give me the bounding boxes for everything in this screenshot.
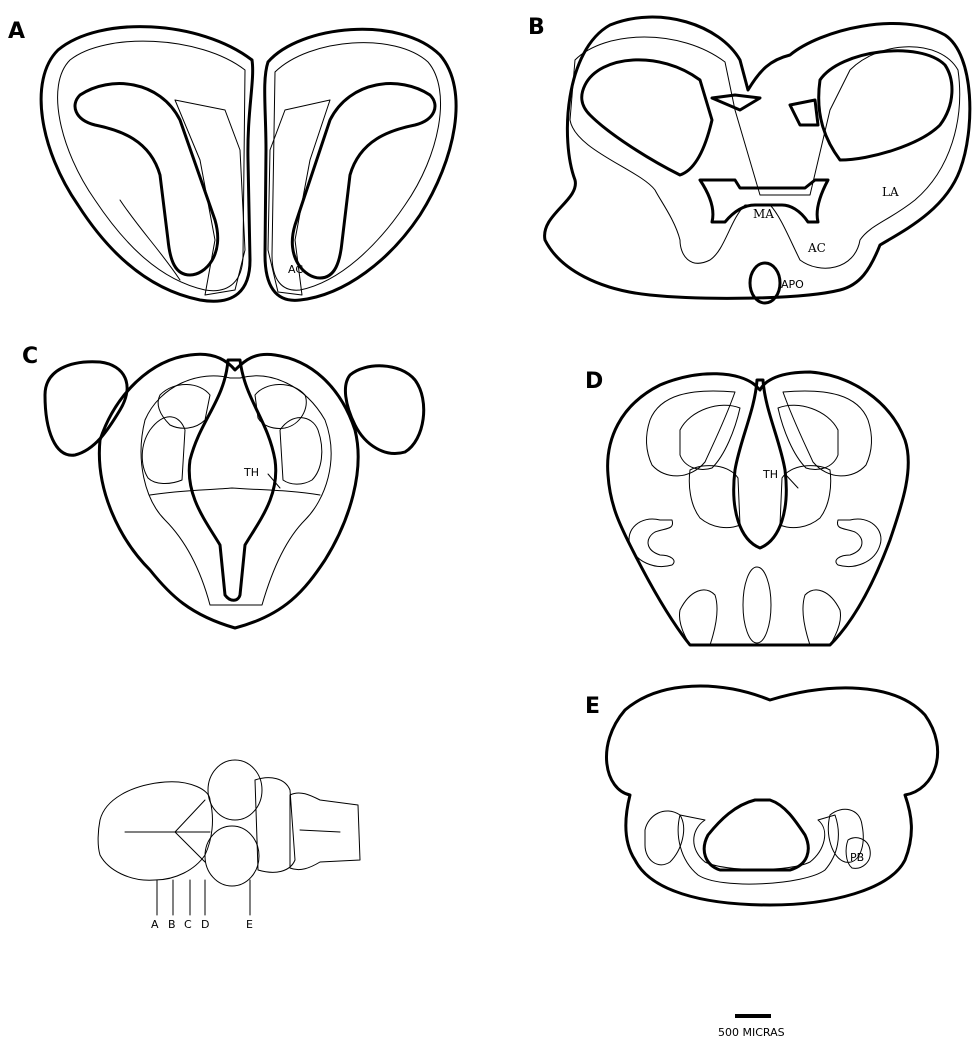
structure-label-apo: APO bbox=[781, 278, 804, 291]
dorsal-view-optic-lobe-lower bbox=[205, 826, 259, 886]
section-c-outline bbox=[99, 354, 358, 628]
level-label-c: C bbox=[184, 918, 192, 931]
section-b-outline bbox=[545, 17, 970, 298]
scale-bar: 500 MICRAS bbox=[718, 1014, 785, 1039]
section-c-left-nucleus-2 bbox=[158, 384, 210, 428]
section-b-right-ventricle bbox=[819, 51, 952, 160]
panel-label-e: E bbox=[585, 694, 600, 719]
dorsal-view-cerebrum bbox=[98, 782, 212, 880]
section-b-right-process bbox=[790, 100, 818, 125]
dorsal-view-brainstem-line bbox=[300, 830, 340, 832]
level-label-a: A bbox=[151, 918, 159, 931]
section-a-right-ventricle bbox=[292, 84, 435, 278]
section-a-right-inner-layer bbox=[272, 43, 441, 291]
structure-label-ac-b: AC bbox=[807, 241, 826, 255]
section-b-left-process bbox=[712, 95, 760, 110]
section-d-midline-nucleus bbox=[743, 567, 771, 643]
level-label-b: B bbox=[168, 918, 176, 931]
section-b-left-ventricle bbox=[582, 60, 712, 175]
section-d-left-base bbox=[679, 590, 717, 645]
section-d-right-base bbox=[803, 590, 841, 645]
dorsal-view-optic-lobe-upper bbox=[208, 760, 262, 820]
section-a-left-line bbox=[120, 200, 180, 280]
section-a: A AC bbox=[8, 19, 456, 301]
section-d-left-nucleus-outer bbox=[646, 391, 735, 476]
panel-label-c: C bbox=[22, 344, 38, 369]
structure-label-la: LA bbox=[882, 185, 899, 199]
structure-label-th-d: TH bbox=[762, 468, 778, 481]
section-e-outline bbox=[606, 686, 937, 905]
section-e-inner-layer bbox=[678, 815, 838, 884]
dorsal-brain-view: A B C D E bbox=[98, 760, 360, 931]
scale-bar-line bbox=[735, 1014, 771, 1018]
section-c-ventricle bbox=[189, 360, 276, 600]
section-d-ventricle bbox=[734, 380, 787, 548]
structure-label-ma: MA bbox=[753, 207, 774, 221]
section-c-inner-layer bbox=[141, 376, 331, 605]
section-c-line bbox=[150, 488, 320, 495]
panel-label-a: A bbox=[8, 19, 25, 44]
dorsal-view-cerebellum bbox=[255, 778, 295, 873]
panel-label-d: D bbox=[585, 369, 603, 394]
structure-label-th-c: TH bbox=[243, 466, 259, 479]
level-label-e: E bbox=[246, 918, 253, 931]
section-e-left-nucleus bbox=[645, 811, 684, 865]
section-a-left-ventricle bbox=[75, 84, 218, 275]
section-c-left-nucleus-1 bbox=[142, 417, 185, 484]
section-d: D TH bbox=[585, 369, 908, 645]
panel-label-b: B bbox=[528, 15, 545, 40]
section-e-ventricle bbox=[704, 800, 808, 870]
structure-label-pb: PB bbox=[850, 851, 864, 864]
section-d-right-nucleus-outer bbox=[783, 391, 872, 476]
structure-label-ac-a: AC bbox=[288, 263, 303, 276]
section-d-right-hook bbox=[836, 519, 881, 566]
section-e: E PB bbox=[585, 686, 938, 905]
section-a-left-striatum bbox=[175, 100, 245, 295]
section-d-right-nucleus-inner bbox=[778, 405, 838, 469]
section-b: B MA LA AC APO bbox=[528, 15, 970, 303]
scale-bar-label: 500 MICRAS bbox=[718, 1026, 785, 1039]
level-label-d: D bbox=[201, 918, 209, 931]
section-c: C TH bbox=[22, 344, 424, 628]
section-d-outline bbox=[608, 372, 909, 645]
section-d-left-nucleus-inner bbox=[680, 405, 740, 469]
